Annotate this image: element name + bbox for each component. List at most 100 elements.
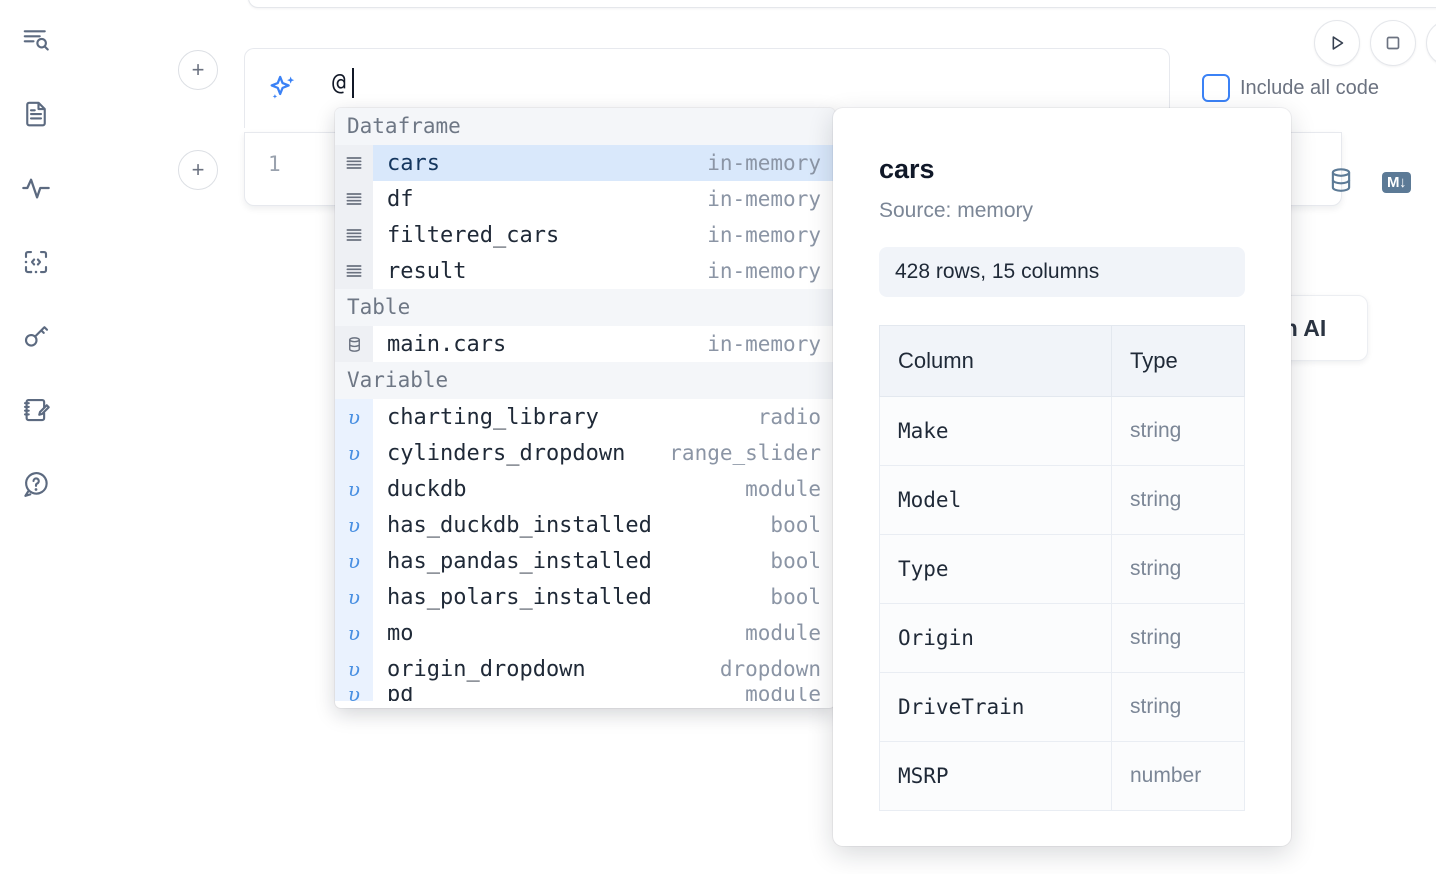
autocomplete-group-header: Dataframe (335, 108, 835, 145)
sparkle-icon (266, 72, 300, 106)
dataframe-icon (335, 181, 373, 217)
autocomplete-item-name: filtered_cars (387, 222, 560, 248)
autocomplete-item-type: module (745, 477, 821, 501)
column-name-text: Model (898, 488, 962, 512)
variable-icon: υ (335, 435, 373, 471)
autocomplete-item-type: in-memory (707, 259, 821, 283)
cell-column-name: Make (879, 396, 1112, 466)
cell-column-type: string (1111, 603, 1245, 673)
line-number: 1 (268, 152, 281, 176)
autocomplete-item-name: pd (387, 687, 414, 701)
variable-icon: υ (335, 687, 373, 701)
column-type-text: number (1130, 764, 1202, 787)
markdown-badge-icon[interactable]: M↓ (1382, 172, 1411, 193)
autocomplete-item-type: in-memory (707, 332, 821, 356)
column-type-text: string (1130, 419, 1182, 442)
key-secrets-icon[interactable] (14, 314, 58, 358)
autocomplete-item-type: range_slider (669, 441, 821, 465)
autocomplete-item-type: bool (770, 585, 821, 609)
cell-column-name: DriveTrain (879, 672, 1112, 742)
code-snippets-icon[interactable] (14, 240, 58, 284)
variable-icon: υ (335, 651, 373, 687)
cell-column-name: Type (879, 534, 1112, 604)
autocomplete-item-body: result in-memory (373, 253, 835, 289)
notebook-scratchpad-icon[interactable] (14, 388, 58, 432)
document-outline-icon[interactable] (14, 92, 58, 136)
dataframe-icon (335, 253, 373, 289)
database-icon[interactable] (1326, 165, 1356, 200)
table-row: DriveTrain string (879, 672, 1245, 742)
autocomplete-item[interactable]: df in-memory (335, 181, 835, 217)
ai-prompt-input[interactable]: @ (332, 70, 346, 96)
cell-column-type: string (1111, 465, 1245, 535)
run-button[interactable] (1314, 20, 1360, 66)
stop-button[interactable] (1370, 20, 1416, 66)
variable-icon: υ (335, 543, 373, 579)
variable-icon: υ (335, 507, 373, 543)
autocomplete-item-type: module (745, 687, 821, 701)
table-row: MSRP number (879, 741, 1245, 811)
cell-column-name: Origin (879, 603, 1112, 673)
cell-column-name: Model (879, 465, 1112, 535)
column-name-text: Make (898, 419, 949, 443)
autocomplete-item-name: has_pandas_installed (387, 548, 652, 574)
column-name-text: MSRP (898, 764, 949, 788)
dataframe-icon (335, 145, 373, 181)
table-header-row: Column Type (879, 325, 1245, 397)
autocomplete-item-name: mo (387, 620, 414, 646)
autocomplete-item[interactable]: result in-memory (335, 253, 835, 289)
autocomplete-item-type: module (745, 621, 821, 645)
add-cell-button-top[interactable]: + (178, 50, 218, 90)
include-all-code-checkbox[interactable] (1202, 74, 1230, 102)
cell-column-name: MSRP (879, 741, 1112, 811)
autocomplete-item-type: in-memory (707, 187, 821, 211)
column-type-text: string (1130, 557, 1182, 580)
include-all-code-label: Include all code (1240, 76, 1379, 99)
column-header-column: Column (879, 325, 1112, 397)
cell-column-type: string (1111, 672, 1245, 742)
column-name-text: DriveTrain (898, 695, 1025, 719)
add-cell-button-bottom[interactable]: + (178, 150, 218, 190)
text-caret (352, 68, 354, 98)
autocomplete-group-header: Variable (335, 362, 835, 399)
cell-above-clipped (248, 0, 1436, 8)
column-type-text: string (1130, 695, 1182, 718)
autocomplete-item-name: cars (387, 150, 440, 176)
table-row: Make string (879, 396, 1245, 466)
file-explorer-search-icon[interactable] (14, 18, 58, 62)
autocomplete-item-name: result (387, 258, 467, 284)
autocomplete-item-name: df (387, 186, 414, 212)
cell-column-type: string (1111, 534, 1245, 604)
variable-icon: υ (335, 399, 373, 435)
autocomplete-group-header: Table (335, 289, 835, 326)
autocomplete-item-name: duckdb (387, 476, 467, 502)
dataframe-icon (335, 217, 373, 253)
autocomplete-item-name: charting_library (387, 404, 599, 430)
include-all-code-row[interactable]: Include all code (1202, 74, 1379, 102)
activity-variables-icon[interactable] (14, 166, 58, 210)
more-actions-button[interactable] (1426, 20, 1436, 66)
help-chat-icon[interactable] (14, 462, 58, 506)
